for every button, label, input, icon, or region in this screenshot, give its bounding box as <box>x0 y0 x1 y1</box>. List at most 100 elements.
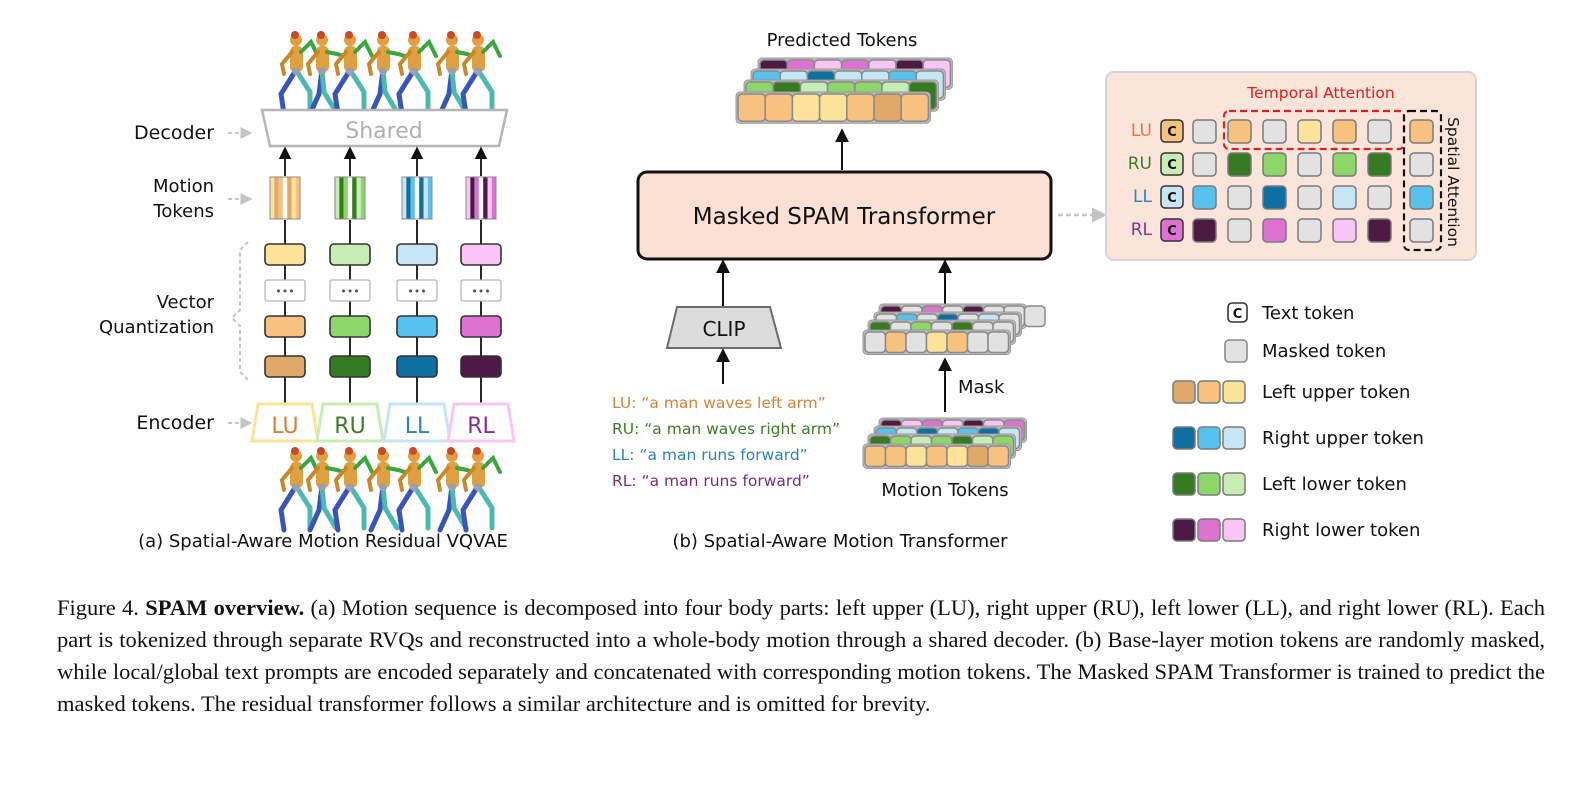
motion-figure <box>435 31 476 117</box>
figure-arm <box>299 454 320 474</box>
legend-swatch <box>1197 426 1221 450</box>
motion-token-stripe <box>295 177 301 219</box>
figure-leg <box>332 483 353 533</box>
legend-swatch <box>1197 380 1221 404</box>
legend-text-token-label: Text token <box>1261 303 1354 324</box>
stack-token <box>925 331 948 354</box>
codebook-ellipsis-box <box>460 279 502 302</box>
legend-swatch <box>1172 518 1196 542</box>
legend-swatch <box>1222 472 1246 496</box>
attention-token <box>1332 152 1357 177</box>
motion-token-stripe <box>487 177 492 219</box>
vq-label-line2: Quantization <box>99 317 214 338</box>
stack-token <box>905 331 928 354</box>
text-token-glyph: C <box>1167 224 1177 239</box>
attention-token <box>1297 119 1322 144</box>
figure-pelvis <box>474 67 482 75</box>
attention-token <box>1297 218 1322 243</box>
motion-token-stripe <box>483 177 488 219</box>
figure-hair <box>473 447 481 455</box>
stack-token <box>846 93 875 122</box>
legend-text-token-swatch <box>1227 302 1248 323</box>
figure-arm <box>279 50 294 76</box>
stack-token <box>884 331 907 354</box>
figure-hair <box>473 31 481 39</box>
spatial-attention-dashed-box <box>1402 109 1443 252</box>
temporal-attention-label: Temporal Attention <box>1246 84 1394 102</box>
figure-hair <box>409 447 417 455</box>
figure-leg <box>411 67 431 115</box>
motion-token-stripe <box>278 177 283 219</box>
figure-arm <box>481 38 502 58</box>
attention-token <box>1227 185 1252 210</box>
figure-hair <box>291 447 299 455</box>
motion-token-stripe <box>360 177 366 219</box>
figure-pelvis <box>318 483 326 491</box>
motion-figure <box>305 31 346 117</box>
stack-token <box>764 93 794 122</box>
motion-token-stripe <box>419 177 424 219</box>
motion-token-stripe <box>356 177 361 219</box>
motion-token-bar <box>401 176 433 220</box>
figure-arm <box>435 50 450 76</box>
figure-pelvis <box>448 67 456 75</box>
figure-leg <box>319 67 339 115</box>
motion-figure <box>305 447 346 533</box>
attention-token <box>1297 152 1322 177</box>
figure-arm <box>461 466 476 492</box>
figure-arm <box>366 466 381 492</box>
attention-token <box>1367 119 1392 144</box>
attention-row-label: LL <box>1133 187 1152 207</box>
attention-token <box>1409 218 1434 243</box>
stack-token <box>946 331 969 354</box>
stack-token <box>987 331 1010 354</box>
figure-leg <box>449 483 469 531</box>
motion-token-bar <box>334 176 366 220</box>
panel-a-caption: (a) Spatial-Aware Motion Residual VQVAE <box>138 531 508 552</box>
attention-token <box>1227 152 1252 177</box>
encoder-rl <box>446 402 516 443</box>
attention-token <box>1262 119 1287 144</box>
figure-arm <box>386 466 407 474</box>
text-token-box <box>1160 218 1184 242</box>
stack-token <box>864 331 887 354</box>
motion-figures-top-illustration <box>278 31 502 117</box>
codebook-ellipsis-box <box>329 279 371 302</box>
motion-token-bar <box>269 176 301 220</box>
legend-swatch <box>1197 518 1221 542</box>
figure-hair <box>317 447 325 455</box>
stack-token <box>864 445 887 468</box>
motion-token-stripe <box>347 177 353 219</box>
figure-pelvis <box>379 483 387 491</box>
encoder-ll-label: LL <box>405 414 430 439</box>
figure-leg <box>278 67 299 117</box>
figure-hair <box>378 447 386 455</box>
attention-token <box>1332 119 1357 144</box>
panel-b-caption: (b) Spatial-Aware Motion Transformer <box>672 531 1008 552</box>
figure-pelvis <box>292 67 300 75</box>
ellipsis-text: ••• <box>275 285 294 298</box>
codebook-top <box>460 243 502 266</box>
motion-figure <box>366 31 407 117</box>
codebook-bottom <box>460 355 502 378</box>
encoder-label: Encoder <box>136 412 214 434</box>
figure-arm <box>353 38 374 58</box>
codebook-top <box>329 243 371 266</box>
motion-token-stripe <box>343 177 348 219</box>
figure-pelvis <box>474 483 482 491</box>
vq-label-line1: Vector <box>157 292 215 313</box>
motion-token-stripe <box>352 177 357 219</box>
motion-tokens-label: Motion Tokens <box>881 480 1008 501</box>
figure-leg <box>278 483 299 533</box>
figure-arm <box>279 466 294 492</box>
legend-masked-token-swatch <box>1224 339 1248 363</box>
shared-decoder-label: Shared <box>345 119 422 144</box>
legend-color-swatches <box>1172 380 1246 542</box>
prompt-lu: LU: “a man waves left arm” <box>612 394 826 412</box>
caption-bold-title: SPAM overview. <box>145 595 305 620</box>
motion-token-stripe <box>402 177 407 219</box>
attention-row-label: LU <box>1131 121 1152 141</box>
attention-token <box>1409 119 1434 144</box>
figure-leg <box>460 67 481 117</box>
stack-token <box>966 331 989 354</box>
